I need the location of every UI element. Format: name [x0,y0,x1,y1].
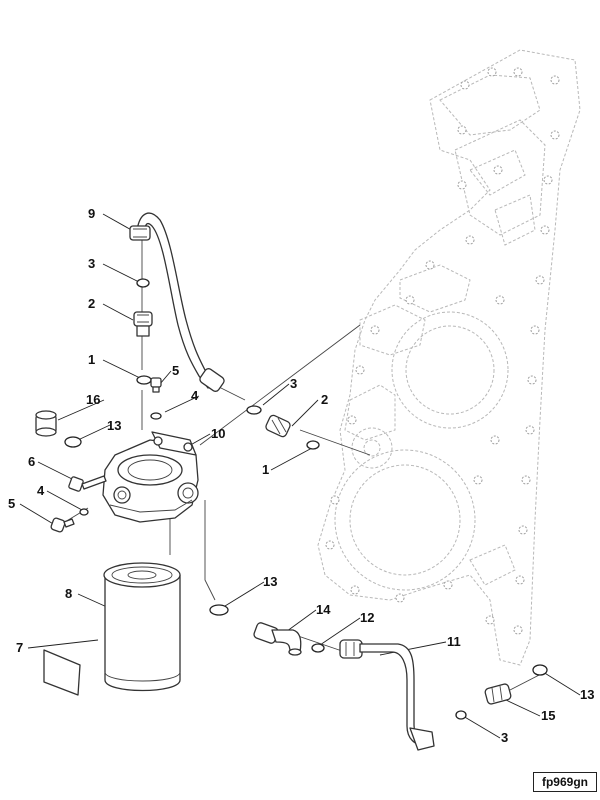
callout-3: 3 [290,376,297,391]
seal-4-lower [79,508,89,516]
seal-ring-1-middle [306,440,320,450]
callout-4: 4 [37,483,45,498]
callout-15: 15 [541,708,555,723]
seal-ring-1-upper [136,375,152,385]
callout-12: 12 [360,610,374,625]
elbow-fitting-14 [253,622,302,656]
callout-14: 14 [316,602,331,617]
callout-labels: 9 3 2 1 5 4 3 2 1 16 13 10 6 4 5 8 7 13 … [8,206,594,745]
callout-3: 3 [501,730,508,745]
callout-3: 3 [88,256,95,271]
label-7 [43,649,81,696]
oil-line-lower [339,639,435,751]
callout-4: 4 [191,388,199,403]
seal-ring-3-upper [136,278,150,288]
callout-1: 1 [262,462,269,477]
fitting-15 [484,683,512,705]
callout-13: 13 [107,418,121,433]
callout-8: 8 [65,586,72,601]
fitting-2-upper [133,311,153,337]
plug-16 [35,410,57,437]
callout-7: 7 [16,640,23,655]
oil-line-upper [129,212,225,392]
filter-head-10 [102,431,199,523]
callout-2: 2 [88,296,95,311]
bolt-6 [68,475,107,492]
seal-ring-3-middle [246,405,262,415]
callout-6: 6 [28,454,35,469]
plug-5-upper [150,377,162,393]
seal-ring-12 [311,643,325,653]
callout-16: 16 [86,392,100,407]
figure-code-label: fp969gn [533,772,597,792]
callout-2: 2 [321,392,328,407]
callout-13: 13 [580,687,594,702]
seal-ring-13-right [532,664,548,676]
callout-9: 9 [88,206,95,221]
callout-11: 11 [447,634,461,649]
callout-5: 5 [8,496,15,511]
filter-cartridge-8 [103,562,181,692]
callout-5: 5 [172,363,179,378]
engine-front-housing [317,49,581,666]
seal-ring-3-lower [455,710,467,720]
plug-5-lower [50,517,75,533]
seal-ring-13-middle [209,604,229,616]
seal-ring-13-left [64,436,82,448]
callout-10: 10 [211,426,225,441]
callout-13: 13 [263,574,277,589]
fitting-2-middle [265,414,291,438]
callout-1: 1 [88,352,95,367]
seal-4-upper [150,412,162,420]
